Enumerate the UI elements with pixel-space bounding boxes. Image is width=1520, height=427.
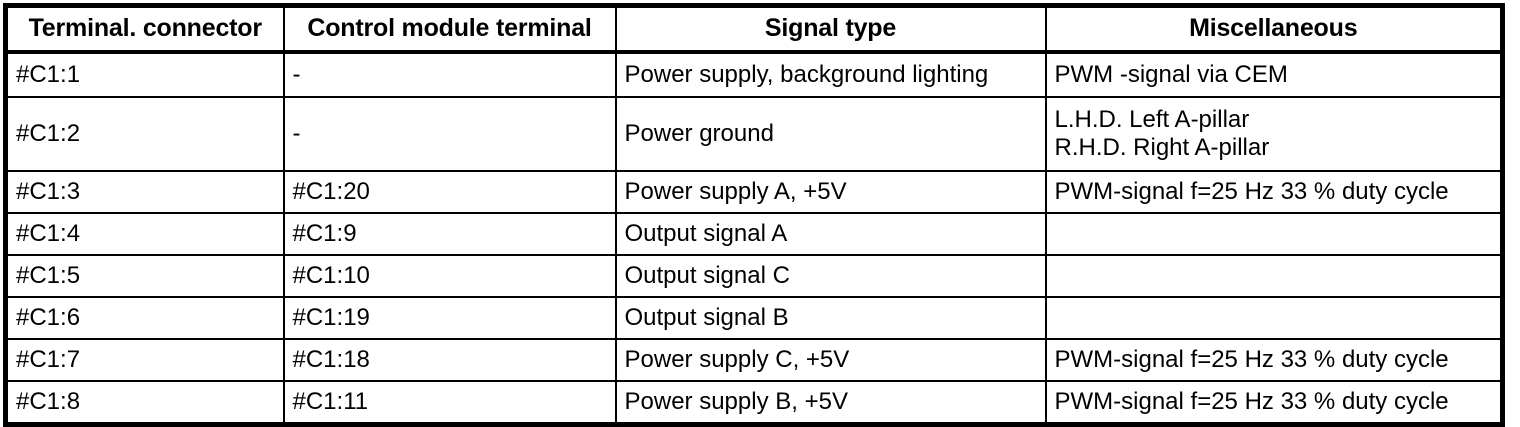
cell-terminal-connector: #C1:4 xyxy=(4,212,285,256)
cell-miscellaneous: L.H.D. Left A-pillar R.H.D. Right A-pill… xyxy=(1044,96,1504,172)
cell-control-module-terminal: #C1:19 xyxy=(282,296,617,340)
cell-signal-type: Output signal C xyxy=(614,254,1047,298)
cell-control-module-terminal: #C1:9 xyxy=(282,212,617,256)
table-row: #C1:7 #C1:18 Power supply C, +5V PWM-sig… xyxy=(4,338,1504,382)
cell-control-module-terminal: #C1:11 xyxy=(282,380,617,426)
cell-signal-type: Power ground xyxy=(614,96,1047,172)
cell-miscellaneous: PWM-signal f=25 Hz 33 % duty cycle xyxy=(1044,338,1504,382)
table-row: #C1:1 - Power supply, background lightin… xyxy=(4,51,1504,98)
cell-terminal-connector: #C1:3 xyxy=(4,170,285,214)
cell-signal-type: Power supply C, +5V xyxy=(614,338,1047,382)
cell-control-module-terminal: - xyxy=(282,51,617,98)
cell-control-module-terminal: #C1:18 xyxy=(282,338,617,382)
cell-terminal-connector: #C1:6 xyxy=(4,296,285,340)
cell-terminal-connector: #C1:8 xyxy=(4,380,285,426)
cell-miscellaneous xyxy=(1044,212,1504,256)
column-header-control-module-terminal: Control module terminal xyxy=(282,4,617,54)
cell-miscellaneous xyxy=(1044,296,1504,340)
cell-miscellaneous: PWM -signal via CEM xyxy=(1044,51,1504,98)
table-row: #C1:3 #C1:20 Power supply A, +5V PWM-sig… xyxy=(4,170,1504,214)
cell-control-module-terminal: - xyxy=(282,96,617,172)
cell-miscellaneous-text: L.H.D. Left A-pillar R.H.D. Right A-pill… xyxy=(1054,105,1270,161)
cell-terminal-connector: #C1:1 xyxy=(4,51,285,98)
cell-signal-type: Power supply A, +5V xyxy=(614,170,1047,214)
cell-signal-type: Output signal B xyxy=(614,296,1047,340)
table-row: #C1:4 #C1:9 Output signal A xyxy=(4,212,1504,256)
table-row: #C1:2 - Power ground L.H.D. Left A-pilla… xyxy=(4,96,1504,172)
cell-control-module-terminal: #C1:10 xyxy=(282,254,617,298)
cell-signal-type: Output signal A xyxy=(614,212,1047,256)
table-row: #C1:8 #C1:11 Power supply B, +5V PWM-sig… xyxy=(4,380,1504,426)
column-header-signal-type: Signal type xyxy=(614,4,1047,54)
cell-terminal-connector: #C1:5 xyxy=(4,254,285,298)
table-row: #C1:5 #C1:10 Output signal C xyxy=(4,254,1504,298)
cell-miscellaneous: PWM-signal f=25 Hz 33 % duty cycle xyxy=(1044,380,1504,426)
column-header-terminal-connector: Terminal. connector xyxy=(4,4,285,54)
cell-miscellaneous: PWM-signal f=25 Hz 33 % duty cycle xyxy=(1044,170,1504,214)
cell-miscellaneous xyxy=(1044,254,1504,298)
cell-terminal-connector: #C1:2 xyxy=(4,96,285,172)
cell-signal-type: Power supply, background lighting xyxy=(614,51,1047,98)
column-header-miscellaneous: Miscellaneous xyxy=(1044,4,1504,54)
table-header: Terminal. connector Control module termi… xyxy=(4,4,1504,54)
table-row: #C1:6 #C1:19 Output signal B xyxy=(4,296,1504,340)
table-body: #C1:1 - Power supply, background lightin… xyxy=(4,51,1504,426)
terminal-connector-signal-table: Terminal. connector Control module termi… xyxy=(3,3,1505,427)
table-header-row: Terminal. connector Control module termi… xyxy=(4,4,1504,54)
cell-control-module-terminal: #C1:20 xyxy=(282,170,617,214)
cell-signal-type: Power supply B, +5V xyxy=(614,380,1047,426)
table-container: Terminal. connector Control module termi… xyxy=(3,3,1505,427)
cell-terminal-connector: #C1:7 xyxy=(4,338,285,382)
